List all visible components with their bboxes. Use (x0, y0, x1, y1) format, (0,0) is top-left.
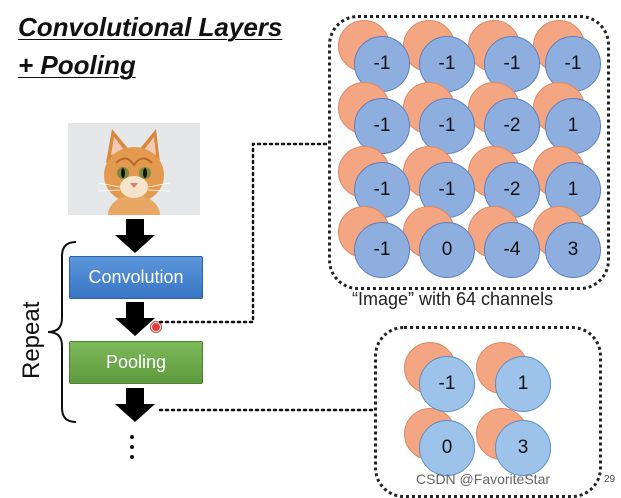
down-arrow-icon (115, 388, 155, 427)
feature-map-panel (328, 15, 610, 290)
channel-value: -2 (484, 162, 540, 218)
channel-value: 1 (545, 98, 601, 154)
channel-value: -1 (419, 98, 475, 154)
channel-value: -4 (484, 222, 540, 278)
channel-value: -1 (354, 222, 410, 278)
pooled-value: -1 (419, 356, 475, 412)
pooled-value: 1 (495, 356, 551, 412)
brace-icon (47, 241, 77, 423)
page-number: 29 (604, 474, 616, 485)
title-line-2: + Pooling (18, 50, 136, 80)
pointer-dot (151, 322, 161, 332)
down-arrow-icon (115, 219, 155, 258)
repeat-label: Repeat (18, 301, 45, 379)
continuation-dots (130, 435, 134, 465)
channel-value: 3 (545, 222, 601, 278)
pooling-step: Pooling (69, 341, 203, 384)
pooled-value: 3 (495, 420, 551, 476)
cat-photo (68, 123, 200, 215)
watermark: CSDN @FavoriteStar (416, 471, 551, 487)
convolution-step: Convolution (69, 256, 203, 299)
feature-map-caption: “Image” with 64 channels (352, 289, 554, 309)
channel-value: 0 (419, 222, 475, 278)
pooled-value: 0 (419, 420, 475, 476)
down-arrow-icon (115, 302, 155, 341)
title-line-1: Convolutional Layers (18, 12, 283, 42)
channel-value: -1 (354, 98, 410, 154)
